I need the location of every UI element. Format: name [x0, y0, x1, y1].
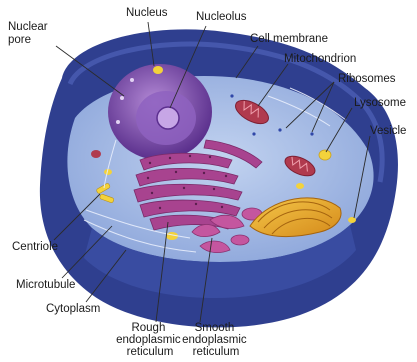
- vesicle: [296, 183, 304, 189]
- nuclear-pore-dot: [116, 120, 120, 124]
- label-smooth-er: Smooth endoplasmic reticulum: [182, 322, 250, 358]
- small-mitochondrion: [91, 150, 101, 158]
- lysosome: [319, 150, 331, 160]
- vesicle: [348, 217, 356, 223]
- label-centriole: Centriole: [12, 241, 58, 253]
- label-microtubule: Microtubule: [16, 279, 75, 291]
- label-lysosome: Lysosome: [354, 97, 406, 109]
- label-cell-membrane: Cell membrane: [250, 33, 328, 45]
- label-nucleolus: Nucleolus: [196, 11, 247, 23]
- label-nuclear-pore: Nuclear pore: [8, 21, 51, 46]
- vesicle: [153, 66, 163, 74]
- label-ribosomes: Ribosomes: [338, 73, 396, 85]
- nuclear-pore-dot: [130, 78, 134, 82]
- nuclear-pore-dot: [120, 96, 124, 100]
- label-cytoplasm: Cytoplasm: [46, 303, 100, 315]
- label-rough-er: Rough endoplasmic reticulum: [116, 322, 184, 358]
- label-mitochondrion: Mitochondrion: [284, 53, 356, 65]
- nucleolus: [157, 107, 179, 129]
- label-vesicle: Vesicle: [370, 125, 406, 137]
- label-nucleus: Nucleus: [126, 7, 168, 19]
